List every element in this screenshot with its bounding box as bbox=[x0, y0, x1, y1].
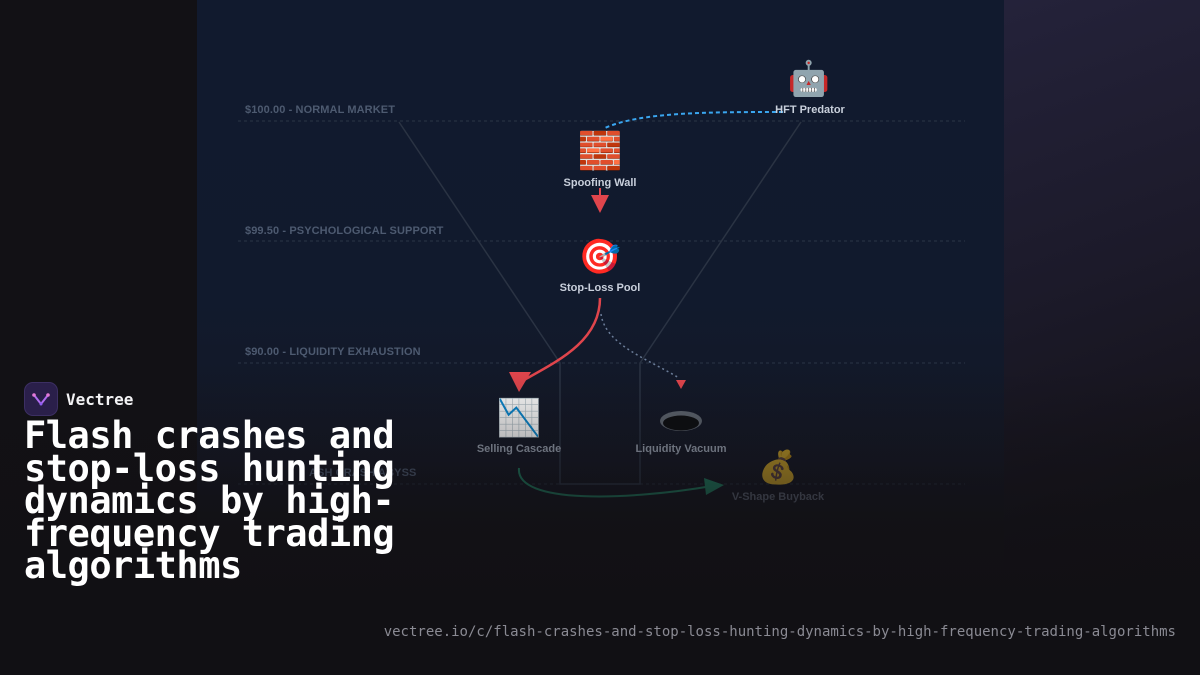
selling-cascade-label: Selling Cascade bbox=[477, 443, 561, 455]
recovery-connector bbox=[517, 467, 713, 498]
crash-connector bbox=[523, 297, 602, 382]
level-label-exhaustion: $90.00 - LIQUIDITY EXHAUSTION bbox=[245, 346, 421, 358]
page-url[interactable]: vectree.io/c/flash-crashes-and-stop-loss… bbox=[383, 624, 1176, 640]
brand: Vectree bbox=[24, 382, 133, 416]
crash-arrowhead bbox=[509, 372, 531, 392]
liquidity-vacuum-label: Liquidity Vacuum bbox=[635, 443, 726, 455]
robot-icon: 🤖 bbox=[788, 59, 830, 98]
chart-decreasing-icon: 📉 bbox=[497, 397, 542, 438]
vacuum-arrowhead bbox=[676, 380, 686, 389]
level-label-normal: $100.00 - NORMAL MARKET bbox=[245, 104, 395, 116]
wall-to-pool-arrowhead bbox=[591, 195, 609, 213]
page-title: Flash crashes and stop-loss hunting dyna… bbox=[24, 414, 395, 587]
vectree-logo-icon bbox=[24, 382, 58, 416]
spoof-connector bbox=[604, 111, 784, 129]
brick-wall-icon: 🧱 bbox=[578, 130, 623, 171]
money-bag-icon: 💰 bbox=[758, 449, 798, 486]
level-label-support: $99.50 - PSYCHOLOGICAL SUPPORT bbox=[245, 225, 444, 237]
target-icon: 🎯 bbox=[579, 238, 621, 276]
hft-predator-label: HFT Predator bbox=[775, 104, 845, 116]
hole-icon bbox=[660, 411, 702, 431]
spoofing-wall-label: Spoofing Wall bbox=[564, 177, 637, 189]
v-shape-buyback-label: V-Shape Buyback bbox=[732, 491, 825, 503]
brand-name: Vectree bbox=[66, 389, 134, 409]
recovery-arrowhead bbox=[704, 478, 724, 495]
stop-loss-pool-label: Stop-Loss Pool bbox=[560, 282, 641, 294]
